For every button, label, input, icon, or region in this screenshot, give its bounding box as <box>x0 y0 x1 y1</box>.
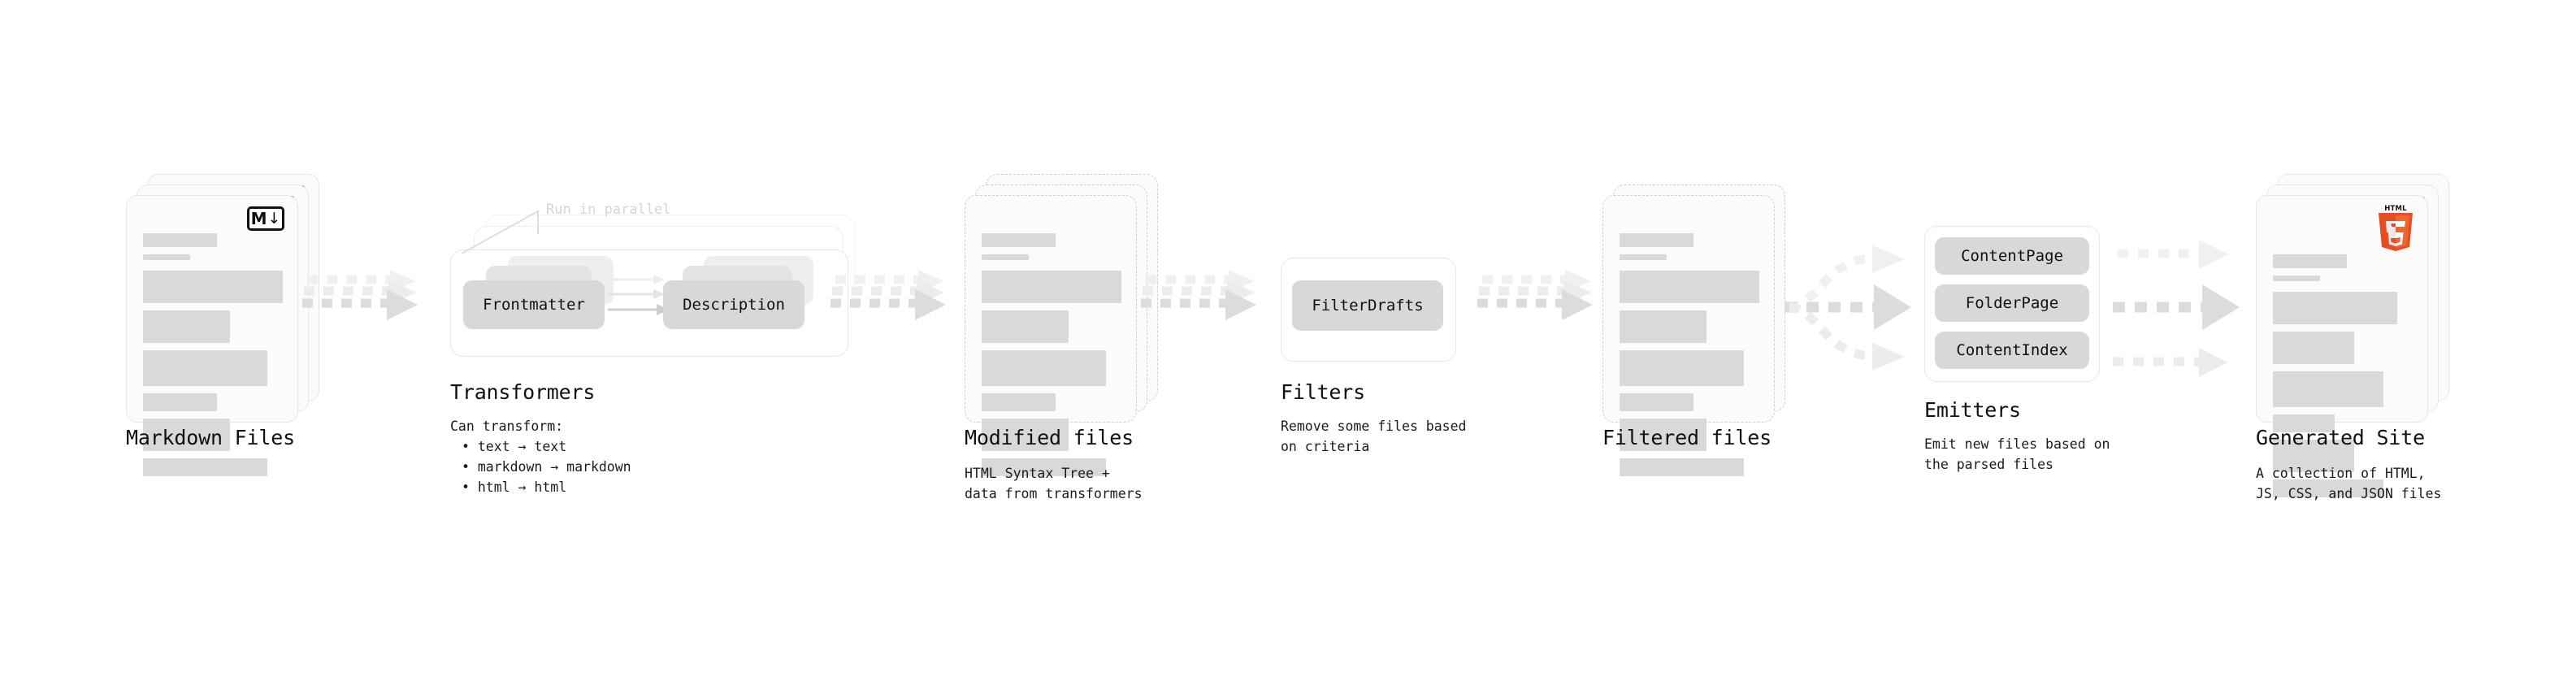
transformers-title: Transformers <box>450 380 596 404</box>
run-in-parallel-label: Run in parallel <box>546 202 671 218</box>
generated-site-title: Generated Site <box>2256 426 2425 449</box>
card-content-lines <box>1620 233 1759 484</box>
connector-modified-to-filters <box>1141 270 1256 320</box>
html5-badge: HTML <box>2375 205 2416 251</box>
emitters-title: Emitters <box>1924 398 2021 422</box>
card-content-lines <box>2273 254 2413 505</box>
transformers-bullet-2: • html → html <box>462 479 567 495</box>
markdown-icon: M↓ <box>247 206 284 231</box>
run-in-parallel-leader-line <box>461 210 539 254</box>
card-content-lines <box>143 233 283 484</box>
markdown-files-title: Markdown Files <box>126 426 295 449</box>
markdown-file-card-front: M↓ <box>126 195 298 476</box>
modified-file-card-front <box>965 195 1137 476</box>
connector-markdown-to-transformers <box>302 270 418 320</box>
card-content-lines <box>982 233 1121 484</box>
connector-filtered-to-emitters-fanout <box>1785 245 1911 371</box>
emitter-chip-folderpage[interactable]: FolderPage <box>1935 284 2089 322</box>
modified-files-title: Modified files <box>965 426 1134 449</box>
modified-files-subtitle: HTML Syntax Tree + data from transformer… <box>965 466 1143 501</box>
transformer-chip-frontmatter[interactable]: Frontmatter <box>463 280 605 329</box>
filter-chip-filterdrafts[interactable]: FilterDrafts <box>1292 280 1443 331</box>
transformers-subtitle-lead: Can transform: <box>450 419 564 434</box>
transformer-chip-description[interactable]: Description <box>663 280 804 329</box>
transformers-bullet-0: • text → text <box>462 439 567 454</box>
emitter-chip-contentpage[interactable]: ContentPage <box>1935 237 2089 275</box>
filters-title: Filters <box>1281 380 1365 404</box>
generated-site-subtitle: A collection of HTML, JS, CSS, and JSON … <box>2256 466 2442 501</box>
filters-subtitle: Remove some files based on criteria <box>1281 419 1467 454</box>
emitter-chip-contentindex[interactable]: ContentIndex <box>1935 332 2089 369</box>
connector-transformers-to-modified <box>830 270 946 320</box>
connector-filters-to-filtered <box>1477 270 1593 320</box>
filtered-files-title: Filtered files <box>1602 426 1772 449</box>
emitters-subtitle: Emit new files based on the parsed files <box>1924 436 2110 472</box>
transformers-bullet-1: • markdown → markdown <box>462 459 631 475</box>
html5-badge-label: HTML <box>2384 205 2407 213</box>
connector-emitters-to-site <box>2113 240 2240 377</box>
generated-site-card-html: HTML <box>2256 195 2428 497</box>
filtered-file-card-front <box>1602 195 1775 476</box>
